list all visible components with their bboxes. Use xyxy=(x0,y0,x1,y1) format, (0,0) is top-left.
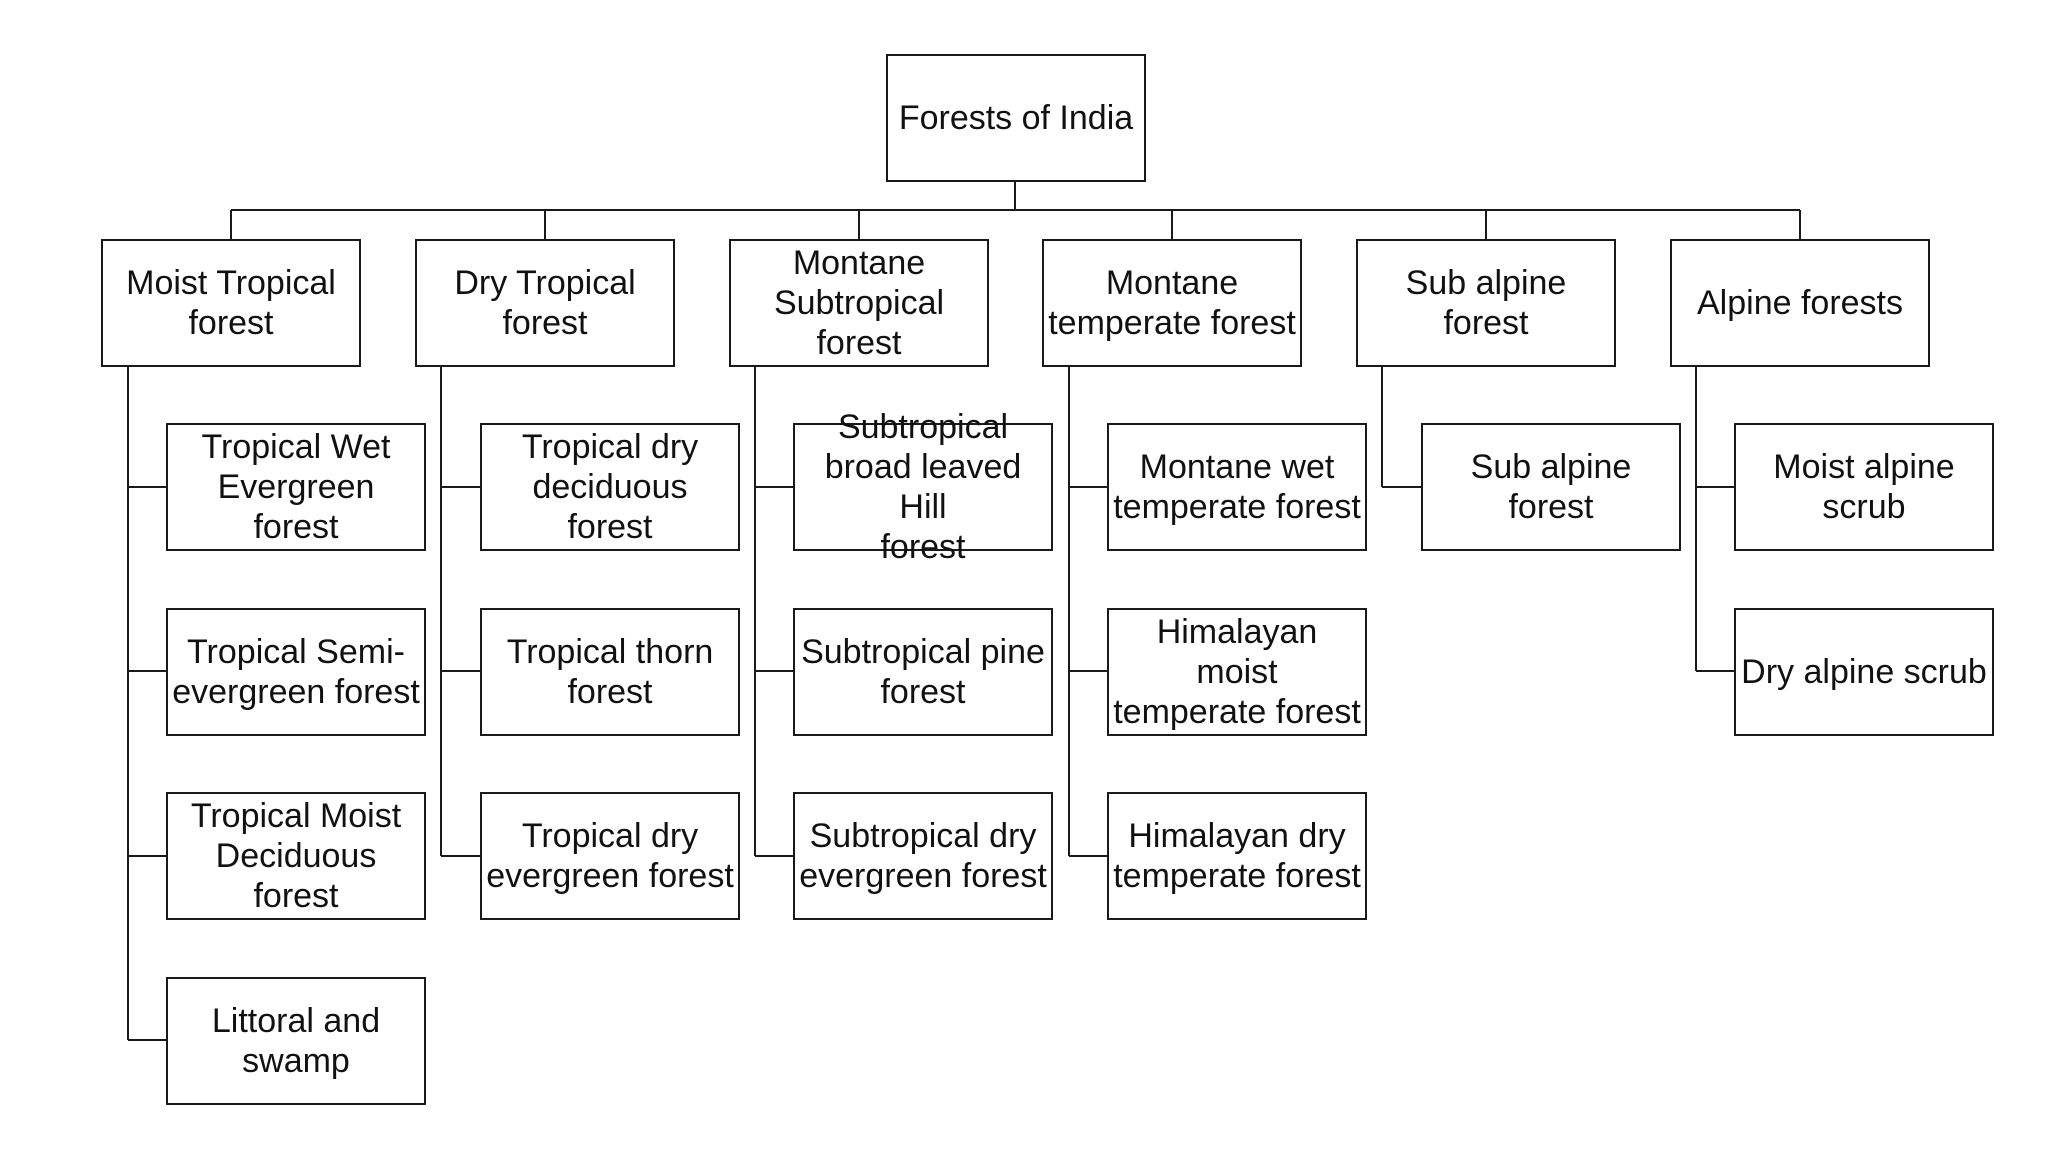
subtype-label: Himalayan moist temperate forest xyxy=(1113,613,1361,731)
subtype-label: Tropical Moist Deciduous forest xyxy=(190,797,402,915)
category-node: Montane Subtropical forest xyxy=(729,239,989,367)
subtype-label: Subtropical pine forest xyxy=(801,633,1045,711)
subtype-node: Littoral and swamp xyxy=(166,977,426,1105)
subtype-label: Tropical thorn forest xyxy=(506,633,714,711)
subtype-node: Himalayan moist temperate forest xyxy=(1107,608,1367,736)
subtype-node: Tropical Semi- evergreen forest xyxy=(166,608,426,736)
subtype-label: Tropical dry evergreen forest xyxy=(486,817,734,895)
category-label: Alpine forests xyxy=(1697,284,1903,322)
subtype-label: Tropical dry deciduous forest xyxy=(521,428,699,546)
subtype-node: Montane wet temperate forest xyxy=(1107,423,1367,551)
category-label: Montane temperate forest xyxy=(1048,264,1296,342)
subtype-label: Dry alpine scrub xyxy=(1741,653,1987,691)
subtype-label: Montane wet temperate forest xyxy=(1113,448,1361,526)
subtype-node: Tropical dry evergreen forest xyxy=(480,792,740,920)
subtype-node: Tropical Wet Evergreen forest xyxy=(166,423,426,551)
subtype-label: Tropical Semi- evergreen forest xyxy=(172,633,420,711)
root-node-forests-of-india: Forests of India xyxy=(886,54,1146,182)
subtype-node: Moist alpine scrub xyxy=(1734,423,1994,551)
subtype-label: Subtropical dry evergreen forest xyxy=(799,817,1047,895)
category-node: Alpine forests xyxy=(1670,239,1930,367)
subtype-label: Moist alpine scrub xyxy=(1773,448,1955,526)
category-node: Sub alpine forest xyxy=(1356,239,1616,367)
subtype-label: Littoral and swamp xyxy=(211,1002,381,1080)
subtype-node: Himalayan dry temperate forest xyxy=(1107,792,1367,920)
category-label: Dry Tropical forest xyxy=(454,264,636,342)
category-node: Moist Tropical forest xyxy=(101,239,361,367)
category-label: Moist Tropical forest xyxy=(126,264,336,342)
subtype-label: Tropical Wet Evergreen forest xyxy=(201,428,391,546)
category-label: Montane Subtropical forest xyxy=(773,244,945,362)
subtype-label: Himalayan dry temperate forest xyxy=(1113,817,1361,895)
subtype-node: Dry alpine scrub xyxy=(1734,608,1994,736)
subtype-node: Tropical thorn forest xyxy=(480,608,740,736)
subtype-node: Subtropical pine forest xyxy=(793,608,1053,736)
category-node: Montane temperate forest xyxy=(1042,239,1302,367)
category-node: Dry Tropical forest xyxy=(415,239,675,367)
subtype-node: Subtropical broad leaved Hill forest xyxy=(793,408,1053,566)
category-label: Sub alpine forest xyxy=(1405,264,1567,342)
subtype-node: Sub alpine forest xyxy=(1421,423,1681,551)
subtype-node: Tropical dry deciduous forest xyxy=(480,423,740,551)
subtype-node: Subtropical dry evergreen forest xyxy=(793,792,1053,920)
root-node-label: Forests of India xyxy=(898,99,1134,137)
subtype-label: Subtropical broad leaved Hill forest xyxy=(824,408,1022,566)
subtype-label: Sub alpine forest xyxy=(1470,448,1632,526)
subtype-node: Tropical Moist Deciduous forest xyxy=(166,792,426,920)
